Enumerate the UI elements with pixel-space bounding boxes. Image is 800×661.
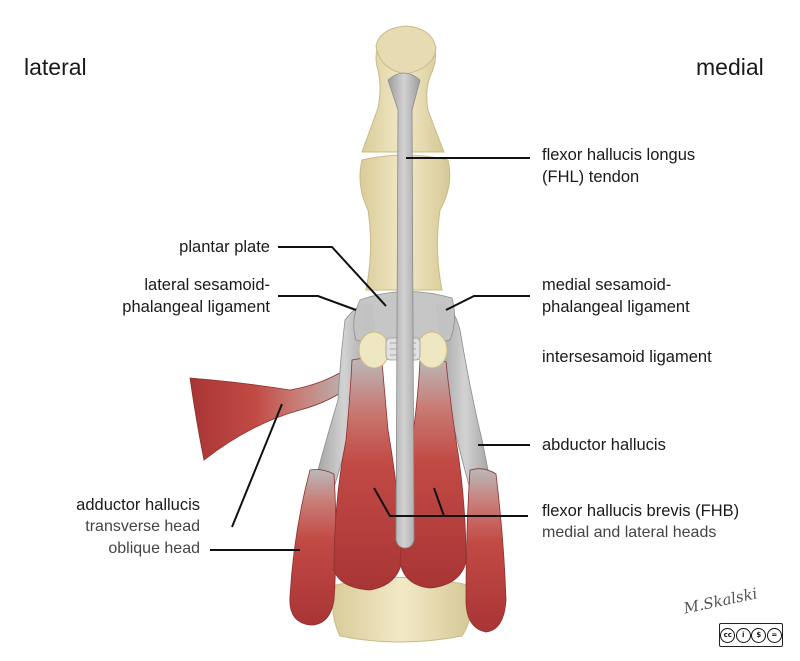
medial-sesamoid-line1: medial sesamoid-: [542, 276, 672, 294]
adductor-oblique-head: [289, 469, 337, 626]
medial-sesamoid-line2: phalangeal ligament: [542, 298, 690, 316]
distal-tuft: [375, 25, 437, 75]
adductor-label: adductor hallucis transverse head obliqu…: [76, 494, 200, 560]
lateral-sesamoid: [358, 331, 390, 369]
adductor-title: adductor hallucis: [76, 496, 200, 514]
cc-icon: cc: [720, 627, 736, 643]
fhb-sub: medial and lateral heads: [542, 524, 717, 541]
nd-icon: =: [766, 627, 782, 643]
medial-side-label: medial: [696, 54, 764, 80]
leader-medial-sesamoid: [445, 295, 530, 311]
leader-fhb: [373, 487, 528, 517]
fhb-label: flexor hallucis brevis (FHB) medial and …: [542, 500, 739, 544]
fhl-label: flexor hallucis longus (FHL) tendon: [542, 144, 695, 188]
lateral-sesamoid-label: lateral sesamoid- phalangeal ligament: [122, 274, 270, 318]
fhb-lateral-head: [333, 358, 403, 591]
fhl-tendon: [387, 72, 421, 549]
lateral-sesamoid-line1: lateral sesamoid-: [144, 276, 270, 294]
medial-sesamoid: [416, 331, 448, 369]
medial-sesamoid-label: medial sesamoid- phalangeal ligament: [542, 274, 690, 318]
abductor-label: abductor hallucis: [542, 436, 666, 454]
abductor-hallucis: [465, 468, 507, 633]
lateral-side-label: lateral: [24, 54, 87, 80]
leader-plantar-plate: [278, 246, 387, 307]
fhl-label-line1: flexor hallucis longus: [542, 146, 696, 164]
fhb-title: flexor hallucis brevis (FHB): [542, 502, 740, 520]
cc-license-badge: cc i $ =: [719, 623, 783, 647]
plantar-plate-label: plantar plate: [179, 238, 270, 256]
nc-icon: $: [751, 627, 767, 643]
adductor-transverse-head: [189, 369, 353, 461]
leader-transverse: [231, 403, 283, 528]
adductor-transverse-label: transverse head: [85, 518, 200, 535]
adductor-oblique-label: oblique head: [108, 540, 200, 557]
by-icon: i: [735, 627, 751, 643]
fhl-label-line2: (FHL) tendon: [542, 168, 640, 186]
leader-lines: [210, 157, 530, 551]
leader-lateral-sesamoid: [278, 295, 357, 311]
lateral-sesamoid-line2: phalangeal ligament: [122, 298, 270, 316]
intersesamoid-label: intersesamoid ligament: [542, 348, 712, 366]
